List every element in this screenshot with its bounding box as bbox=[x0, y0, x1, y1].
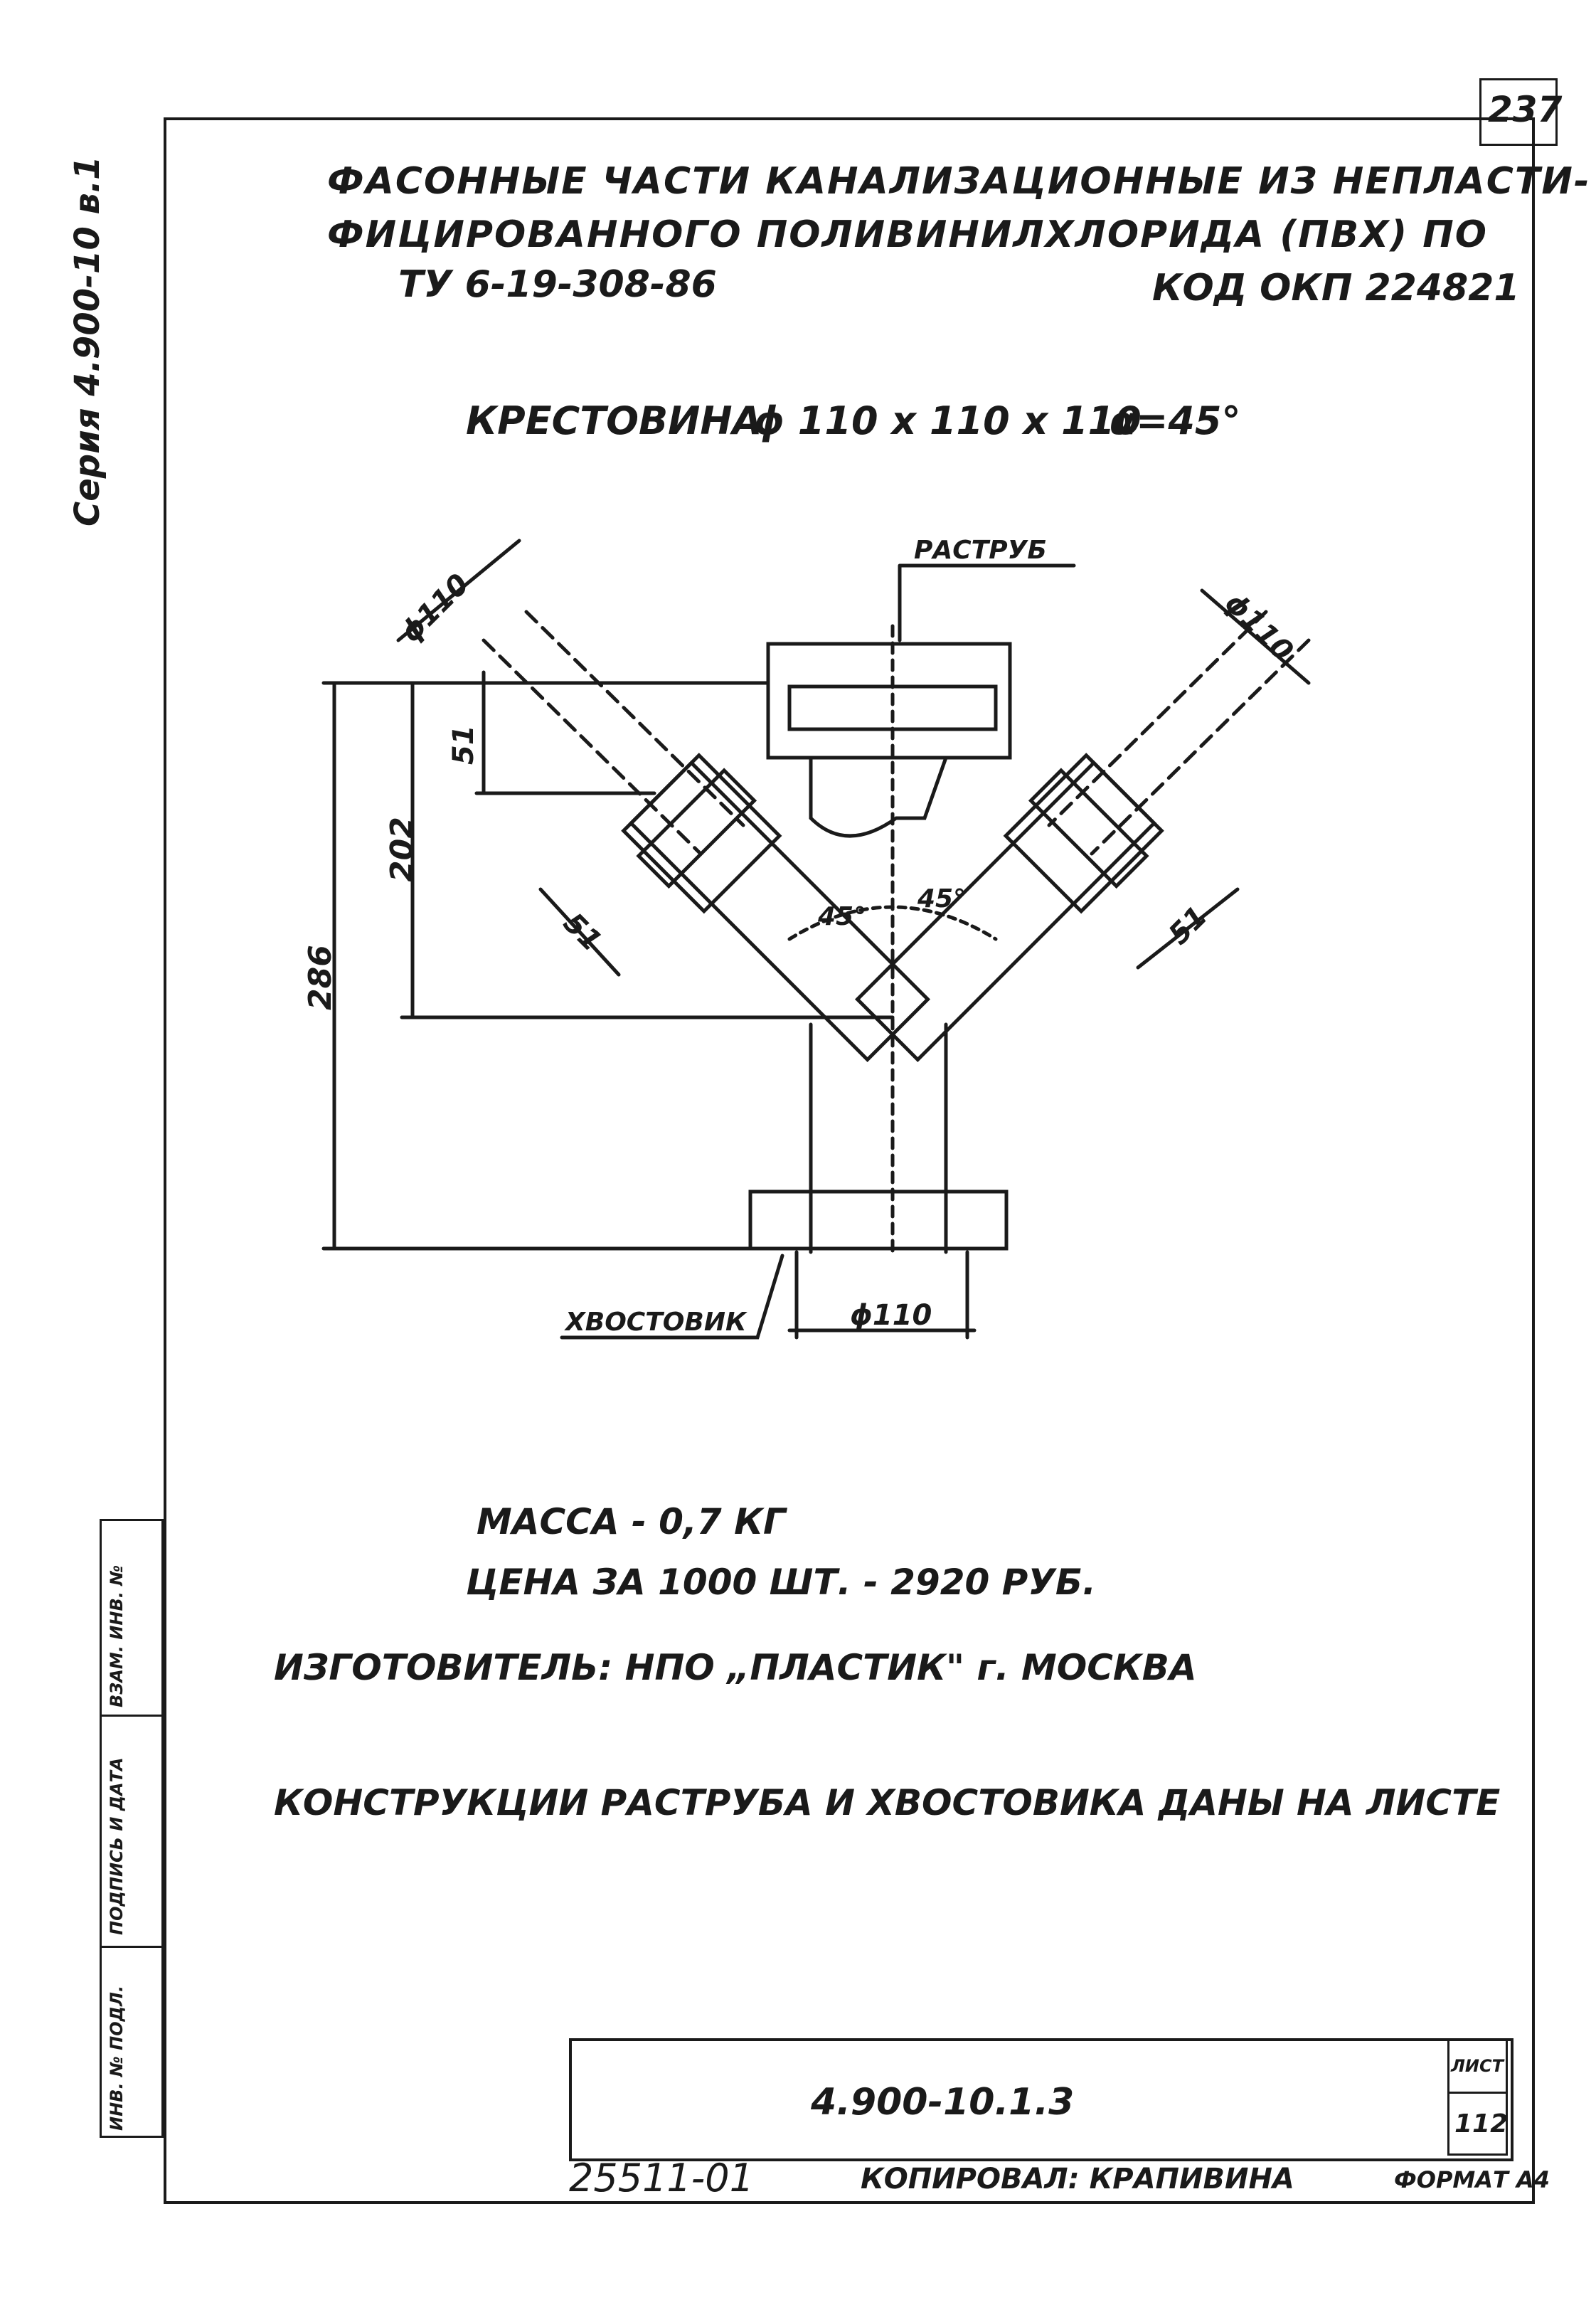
outer-frame bbox=[164, 117, 1535, 2204]
sheet-label: ЛИСТ bbox=[1451, 2056, 1504, 2076]
trunk-walls bbox=[809, 1022, 948, 1254]
part-angle: α=45° bbox=[1110, 398, 1241, 443]
price-text: ЦЕНА ЗА 1000 ШТ. - 2920 РУБ. bbox=[466, 1562, 1096, 1603]
dim-286: 286 bbox=[302, 945, 339, 1010]
header-line-2: ФИЦИРОВАННОГО ПОЛИВИНИЛХЛОРИДА (ПВХ) ПО bbox=[327, 213, 1488, 256]
header-tu: ТУ 6-19-308-86 bbox=[398, 263, 717, 306]
copied-by: КОПИРОВАЛ: КРАПИВИНА bbox=[861, 2163, 1294, 2195]
header-okp: КОД ОКП 224821 bbox=[1152, 267, 1520, 309]
dim-diameter-left: ϕ110 bbox=[395, 568, 476, 649]
dim-202: 202 bbox=[384, 817, 420, 882]
top-socket bbox=[766, 642, 1012, 760]
angle-left: 45° bbox=[817, 902, 866, 931]
dim-diameter-right: ϕ110 bbox=[1218, 587, 1299, 668]
part-name: КРЕСТОВИНА bbox=[466, 398, 762, 443]
sheet-cell-divider bbox=[1447, 2092, 1508, 2094]
angle-right: 45° bbox=[917, 884, 966, 913]
left-branch bbox=[854, 753, 1164, 1063]
header-line-1: ФАСОННЫЕ ЧАСТИ КАНАЛИЗАЦИОННЫЕ ИЗ НЕПЛАС… bbox=[327, 160, 1591, 203]
spigot-label: ХВОСТОВИК bbox=[564, 1308, 748, 1337]
doc-number: 25511-01 bbox=[569, 2156, 754, 2200]
title-block bbox=[569, 2038, 1513, 2161]
sheet-cell bbox=[1447, 2038, 1508, 2156]
sheet-number: 237 bbox=[1488, 89, 1563, 130]
socket-label: РАСТРУБ bbox=[914, 536, 1047, 565]
stamp-label-sign: ПОДПИСЬ И ДАТА bbox=[107, 1757, 127, 1935]
bottom-spigot bbox=[748, 1190, 1009, 1251]
sheet-value: 112 bbox=[1454, 2109, 1509, 2139]
stamp-column bbox=[100, 1519, 164, 2138]
right-branch bbox=[621, 753, 931, 1063]
note-text: КОНСТРУКЦИИ РАСТРУБА И ХВОСТОВИКА ДАНЫ Н… bbox=[274, 1782, 1501, 1823]
stamp-divider-2 bbox=[100, 1946, 164, 1948]
stamp-divider-1 bbox=[100, 1715, 164, 1717]
part-size: ϕ 110 x 110 x 110 bbox=[754, 398, 1142, 443]
sheet-number-box bbox=[1479, 78, 1558, 146]
stamp-label-inv: ИНВ. № ПОДЛ. bbox=[107, 1985, 127, 2131]
dim-diameter-bottom: ϕ110 bbox=[850, 1299, 932, 1332]
format-label: ФОРМАТ А4 bbox=[1394, 2166, 1550, 2193]
dim-51-a: 51 bbox=[447, 725, 480, 765]
mass-text: МАССА - 0,7 КГ bbox=[477, 1501, 786, 1542]
maker-text: ИЗГОТОВИТЕЛЬ: НПО „ПЛАСТИК" г. МОСКВА bbox=[274, 1647, 1197, 1688]
stamp-label-vzam: ВЗАМ. ИНВ. № bbox=[107, 1564, 127, 1707]
title-code: 4.900-10.1.3 bbox=[811, 2081, 1075, 2124]
